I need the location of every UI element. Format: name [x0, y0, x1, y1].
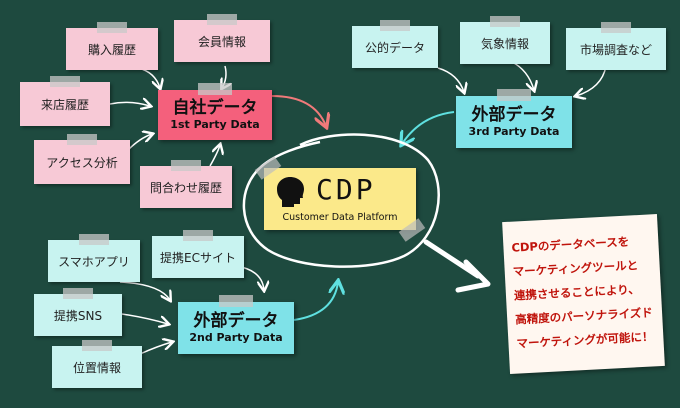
hub-subtitle: 2nd Party Data — [189, 331, 283, 344]
hub-subtitle: 1st Party Data — [170, 118, 260, 131]
arrow-1st-to-cdp — [271, 95, 326, 126]
source-visit-history: 来店履歴 — [20, 76, 110, 126]
source-label: 問合わせ履歴 — [149, 180, 222, 195]
tape — [67, 134, 97, 145]
arrow-purchase-to-1st — [137, 67, 160, 88]
tape — [82, 340, 112, 351]
tape — [497, 89, 531, 101]
hub-title: 外部データ — [471, 105, 557, 125]
source-partner-sns: 提携SNS — [34, 288, 122, 336]
tape — [380, 20, 410, 31]
source-label: 市場調査など — [579, 42, 652, 57]
source-label: スマホアプリ — [58, 254, 130, 269]
third-party-hub: 外部データ 3rd Party Data — [456, 89, 572, 148]
arrow-3rd-to-cdp — [402, 111, 455, 144]
source-label: 提携SNS — [53, 308, 103, 323]
tape — [63, 288, 93, 299]
arrow-location-to-2nd — [139, 342, 172, 355]
head-profile-icon — [277, 177, 304, 207]
hub-title: 外部データ — [193, 311, 279, 331]
cdp-subtitle: Customer Data Platform — [282, 212, 398, 223]
source-member-info: 会員情報 — [174, 14, 270, 62]
tape — [198, 83, 232, 95]
tape — [601, 22, 631, 33]
hub-subtitle: 3rd Party Data — [468, 125, 560, 138]
first-party-hub: 自社データ 1st Party Data — [158, 83, 272, 140]
arrow-cdp-to-callout-head — [455, 259, 491, 293]
cdp-box: CDP Customer Data Platform — [254, 156, 426, 242]
arrow-app-to-2nd — [119, 281, 170, 300]
callout-note: CDPのデータベースを マーケティングツールと 連携させることにより、 高精度の… — [502, 214, 665, 374]
hub-title: 自社データ — [172, 98, 258, 118]
source-inquiry-history: 問合わせ履歴 — [140, 160, 232, 208]
arrow-market-to-3rd — [576, 65, 607, 96]
source-weather-info: 気象情報 — [460, 16, 550, 64]
tape — [219, 295, 253, 307]
tape — [171, 160, 201, 171]
tape — [183, 230, 213, 241]
tape — [490, 16, 520, 27]
second-party-hub: 外部データ 2nd Party Data — [178, 295, 294, 354]
source-label: アクセス分析 — [46, 155, 118, 170]
source-label: 購入履歴 — [87, 42, 136, 57]
arrow-2nd-to-cdp — [293, 282, 338, 321]
source-label: 提携ECサイト — [160, 250, 236, 265]
arrow-public-to-3rd — [437, 67, 464, 92]
source-label: 会員情報 — [197, 34, 246, 49]
source-market-research: 市場調査など — [566, 22, 666, 70]
source-location-info: 位置情報 — [52, 340, 142, 388]
arrow-weather-to-3rd — [511, 61, 534, 90]
source-label: 位置情報 — [72, 360, 121, 375]
source-partner-ec-site: 提携ECサイト — [152, 230, 244, 278]
arrow-inquiry-to-1st — [209, 145, 220, 167]
source-access-analysis: アクセス分析 — [34, 134, 130, 184]
source-label: 気象情報 — [480, 36, 529, 51]
tape — [50, 76, 80, 87]
tape — [79, 234, 109, 245]
source-label: 来店履歴 — [40, 97, 89, 112]
source-smartphone-app: スマホアプリ — [48, 234, 140, 282]
source-label: 公的データ — [364, 40, 425, 55]
arrow-cdp-to-callout — [423, 239, 481, 279]
source-purchase-history: 購入履歴 — [66, 22, 158, 70]
tape — [207, 14, 237, 25]
tape — [97, 22, 127, 33]
cdp-title: CDP — [316, 173, 376, 206]
source-public-data: 公的データ — [352, 20, 438, 68]
arrow-visit-to-1st — [109, 102, 150, 106]
arrow-access-to-1st — [127, 134, 152, 151]
arrow-sns-to-2nd — [121, 313, 168, 324]
